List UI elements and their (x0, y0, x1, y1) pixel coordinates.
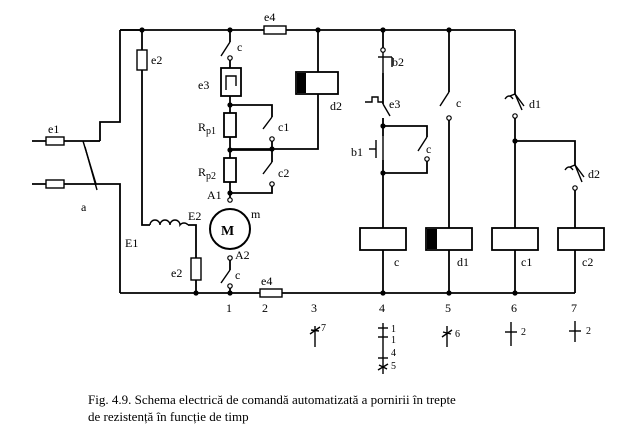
label-e2-top: e2 (151, 53, 162, 67)
column-number: 1 (226, 301, 232, 315)
label-coil-c2: c2 (582, 255, 593, 269)
ref-col3: 7 (321, 323, 326, 334)
label-d1-contact: d1 (529, 97, 541, 111)
label-E2: E2 (188, 209, 201, 223)
caption-line-2: de rezistență în funcție de timp (88, 409, 249, 424)
label-b2: b2 (392, 55, 404, 69)
excitation-winding (149, 219, 189, 228)
coil-c2 (557, 227, 605, 251)
label-c-col5: c (456, 96, 461, 110)
contact-c-bottom (220, 269, 233, 289)
fuse-e1 (45, 136, 65, 189)
label-e2-bottom: e2 (171, 266, 182, 280)
label-e3-time: e3 (389, 97, 400, 111)
ref-col4: 5 (391, 361, 396, 372)
column-number: 2 (262, 301, 268, 315)
label-c-bottom: c (235, 268, 240, 282)
column-number: 4 (379, 301, 385, 315)
ref-col4: 4 (391, 348, 396, 359)
column-number: 3 (311, 301, 317, 315)
contact-c1 (262, 116, 275, 142)
label-c2: c2 (278, 166, 289, 180)
button-b1 (369, 136, 384, 160)
label-M: M (221, 224, 234, 239)
fuse-e2-bottom (190, 257, 202, 281)
column-number: 7 (571, 301, 577, 315)
label-d2-contact: d2 (588, 167, 600, 181)
column-number: 5 (445, 301, 451, 315)
contact-c2 (262, 161, 275, 187)
label-c-col4: c (426, 142, 431, 156)
switch-a (82, 140, 100, 191)
relay-d2-coil (295, 71, 339, 95)
resistor-rp1 (223, 112, 237, 138)
label-d2-relay: d2 (330, 99, 342, 113)
relay-e3-thermal (220, 67, 242, 97)
fuse-e2-top (136, 49, 148, 71)
label-coil-c: c (394, 255, 399, 269)
figure-caption: Fig. 4.9. Schema electrică de comandă au… (88, 391, 608, 425)
label-E1: E1 (125, 236, 138, 250)
label-m: m (251, 207, 261, 221)
coil-d1 (425, 227, 473, 251)
label-e3: e3 (198, 78, 209, 92)
electrical-schematic: e1 a e2 E1 E2 e2 e4 e4 c e3 Rp1 c1 Rp2 c… (32, 10, 605, 374)
label-e4-top: e4 (264, 10, 275, 24)
junction-dots (139, 27, 518, 296)
label-c-top: c (237, 40, 242, 54)
label-A2: A2 (235, 248, 250, 262)
ref-col5: 6 (455, 329, 460, 340)
label-A1: A1 (207, 188, 222, 202)
coil-c (359, 227, 407, 251)
ref-col4: 1 (391, 324, 396, 335)
motor-m (209, 197, 251, 261)
wiring (32, 29, 576, 294)
button-b2 (378, 47, 393, 73)
contact-c-col5 (439, 91, 452, 121)
column-number: 6 (511, 301, 517, 315)
contact-references: 7 1 1 4 5 6 2 2 (309, 321, 591, 374)
fuse-e4-top (263, 25, 287, 35)
label-b1: b1 (351, 145, 363, 159)
component-labels: e1 a e2 E1 E2 e2 e4 e4 c e3 Rp1 c1 Rp2 c… (48, 10, 600, 288)
contact-c-top (220, 41, 233, 61)
ref-col7: 2 (586, 326, 591, 337)
label-coil-d1: d1 (457, 255, 469, 269)
label-e1: e1 (48, 122, 59, 136)
ref-col4: 1 (391, 335, 396, 346)
label-rp2: Rp2 (198, 165, 216, 182)
label-c1: c1 (278, 120, 289, 134)
contact-c-col4 (417, 136, 430, 162)
fuse-e4-bottom (259, 288, 283, 298)
timer-e3-contact (365, 96, 391, 117)
caption-line-1: Fig. 4.9. Schema electrică de comandă au… (88, 392, 456, 407)
contact-d2 (564, 164, 585, 191)
label-a: a (81, 200, 87, 214)
label-rp1: Rp1 (198, 120, 216, 137)
column-numbers: 1 2 3 4 5 6 7 (226, 301, 577, 315)
contact-d1 (504, 93, 525, 119)
coil-c1 (491, 227, 539, 251)
ref-col6: 2 (521, 327, 526, 338)
resistor-rp2 (223, 157, 237, 183)
label-e4-bottom: e4 (261, 274, 272, 288)
label-coil-c1: c1 (521, 255, 532, 269)
